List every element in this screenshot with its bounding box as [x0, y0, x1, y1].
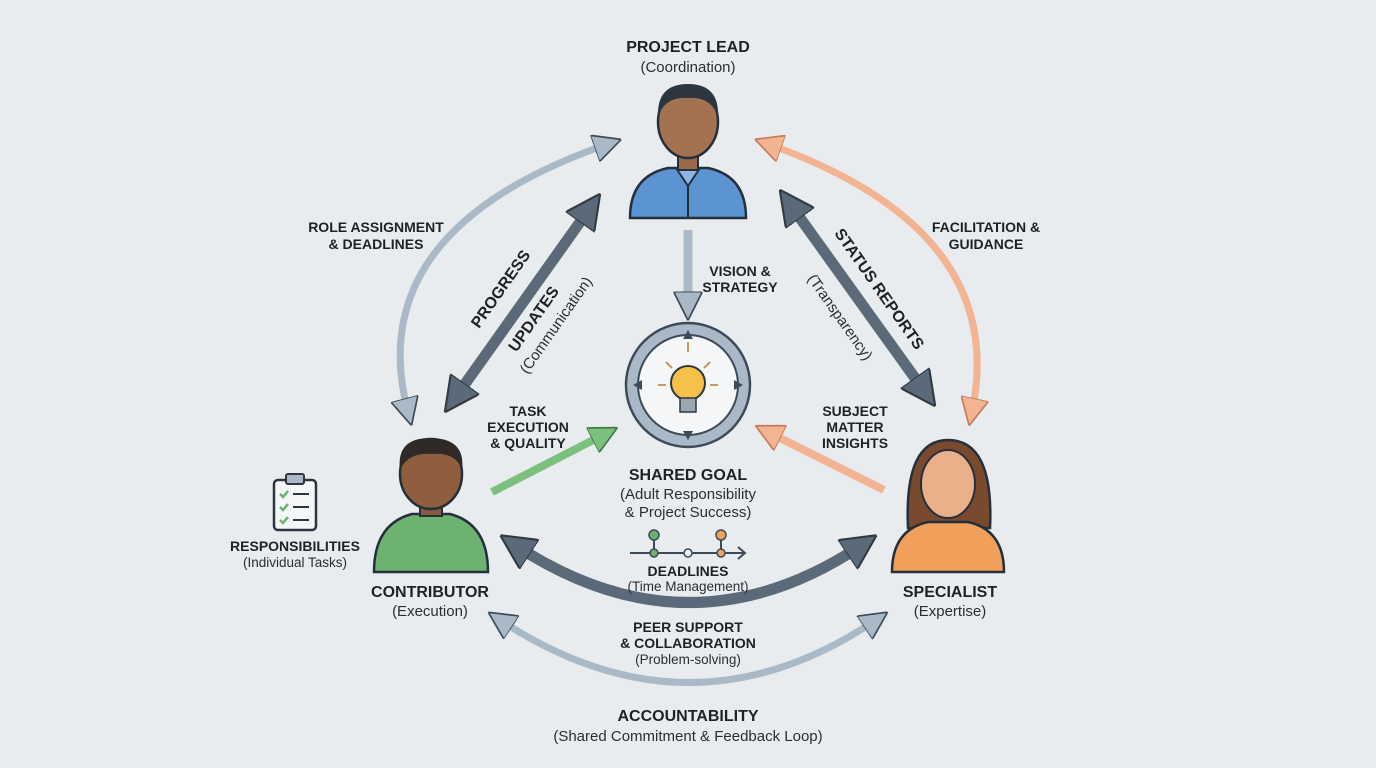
deadlines-arrow [515, 545, 862, 608]
deadlines-subtitle: (Time Management) [627, 579, 748, 594]
accountability-subtitle: (Shared Commitment & Feedback Loop) [553, 728, 822, 745]
peer-support-arrow [500, 620, 876, 686]
shared-goal-title: SHARED GOAL [629, 467, 747, 484]
contributor-subtitle: (Execution) [392, 603, 468, 620]
vision-label-2: STRATEGY [702, 279, 778, 295]
project-lead-subtitle: (Coordination) [640, 59, 735, 76]
contributor-title: CONTRIBUTOR [371, 584, 489, 601]
shared-goal-line2: & Project Success) [625, 504, 752, 521]
progress-updates-arrow [455, 208, 590, 398]
specialist-title: SPECIALIST [903, 584, 997, 601]
facilitation-label: FACILITATION & [932, 219, 1040, 235]
peer-support-label: PEER SUPPORT [633, 619, 743, 635]
facilitation-label-2: GUIDANCE [949, 236, 1024, 252]
peer-support-label-3: (Problem-solving) [635, 652, 741, 667]
project-lead-person-icon [628, 84, 748, 220]
subject-label: SUBJECT [822, 403, 888, 419]
facilitation-arrow [768, 144, 977, 412]
specialist-subtitle: (Expertise) [914, 603, 987, 620]
shared-goal-lightbulb-icon [624, 321, 752, 449]
role-assignment-label-2: & DEADLINES [329, 236, 424, 252]
specialist-person-icon [890, 438, 1006, 574]
subject-label-2: MATTER [826, 419, 883, 435]
project-lead-title: PROJECT LEAD [626, 39, 750, 56]
role-assignment-label: ROLE ASSIGNMENT [308, 219, 444, 235]
deadlines-title: DEADLINES [648, 563, 729, 579]
accountability-title: ACCOUNTABILITY [617, 708, 758, 725]
vision-label: VISION & [709, 263, 770, 279]
subject-insights-arrow [768, 432, 886, 494]
responsibilities-subtitle: (Individual Tasks) [243, 555, 347, 570]
shared-goal-line1: (Adult Responsibility [620, 486, 756, 503]
timeline-icon [630, 529, 747, 560]
peer-support-label-2: & COLLABORATION [620, 635, 756, 651]
subject-label-3: INSIGHTS [822, 435, 888, 451]
clipboard-checklist-icon [272, 473, 318, 532]
responsibilities-title: RESPONSIBILITIES [230, 538, 360, 554]
task-label: TASK [509, 403, 546, 419]
contributor-person-icon [372, 437, 490, 574]
task-execution-arrow [490, 434, 605, 496]
status-reports-arrow [790, 204, 925, 392]
task-label-2: EXECUTION [487, 419, 569, 435]
task-label-3: & QUALITY [490, 435, 566, 451]
role-assignment-arrow [400, 144, 608, 412]
